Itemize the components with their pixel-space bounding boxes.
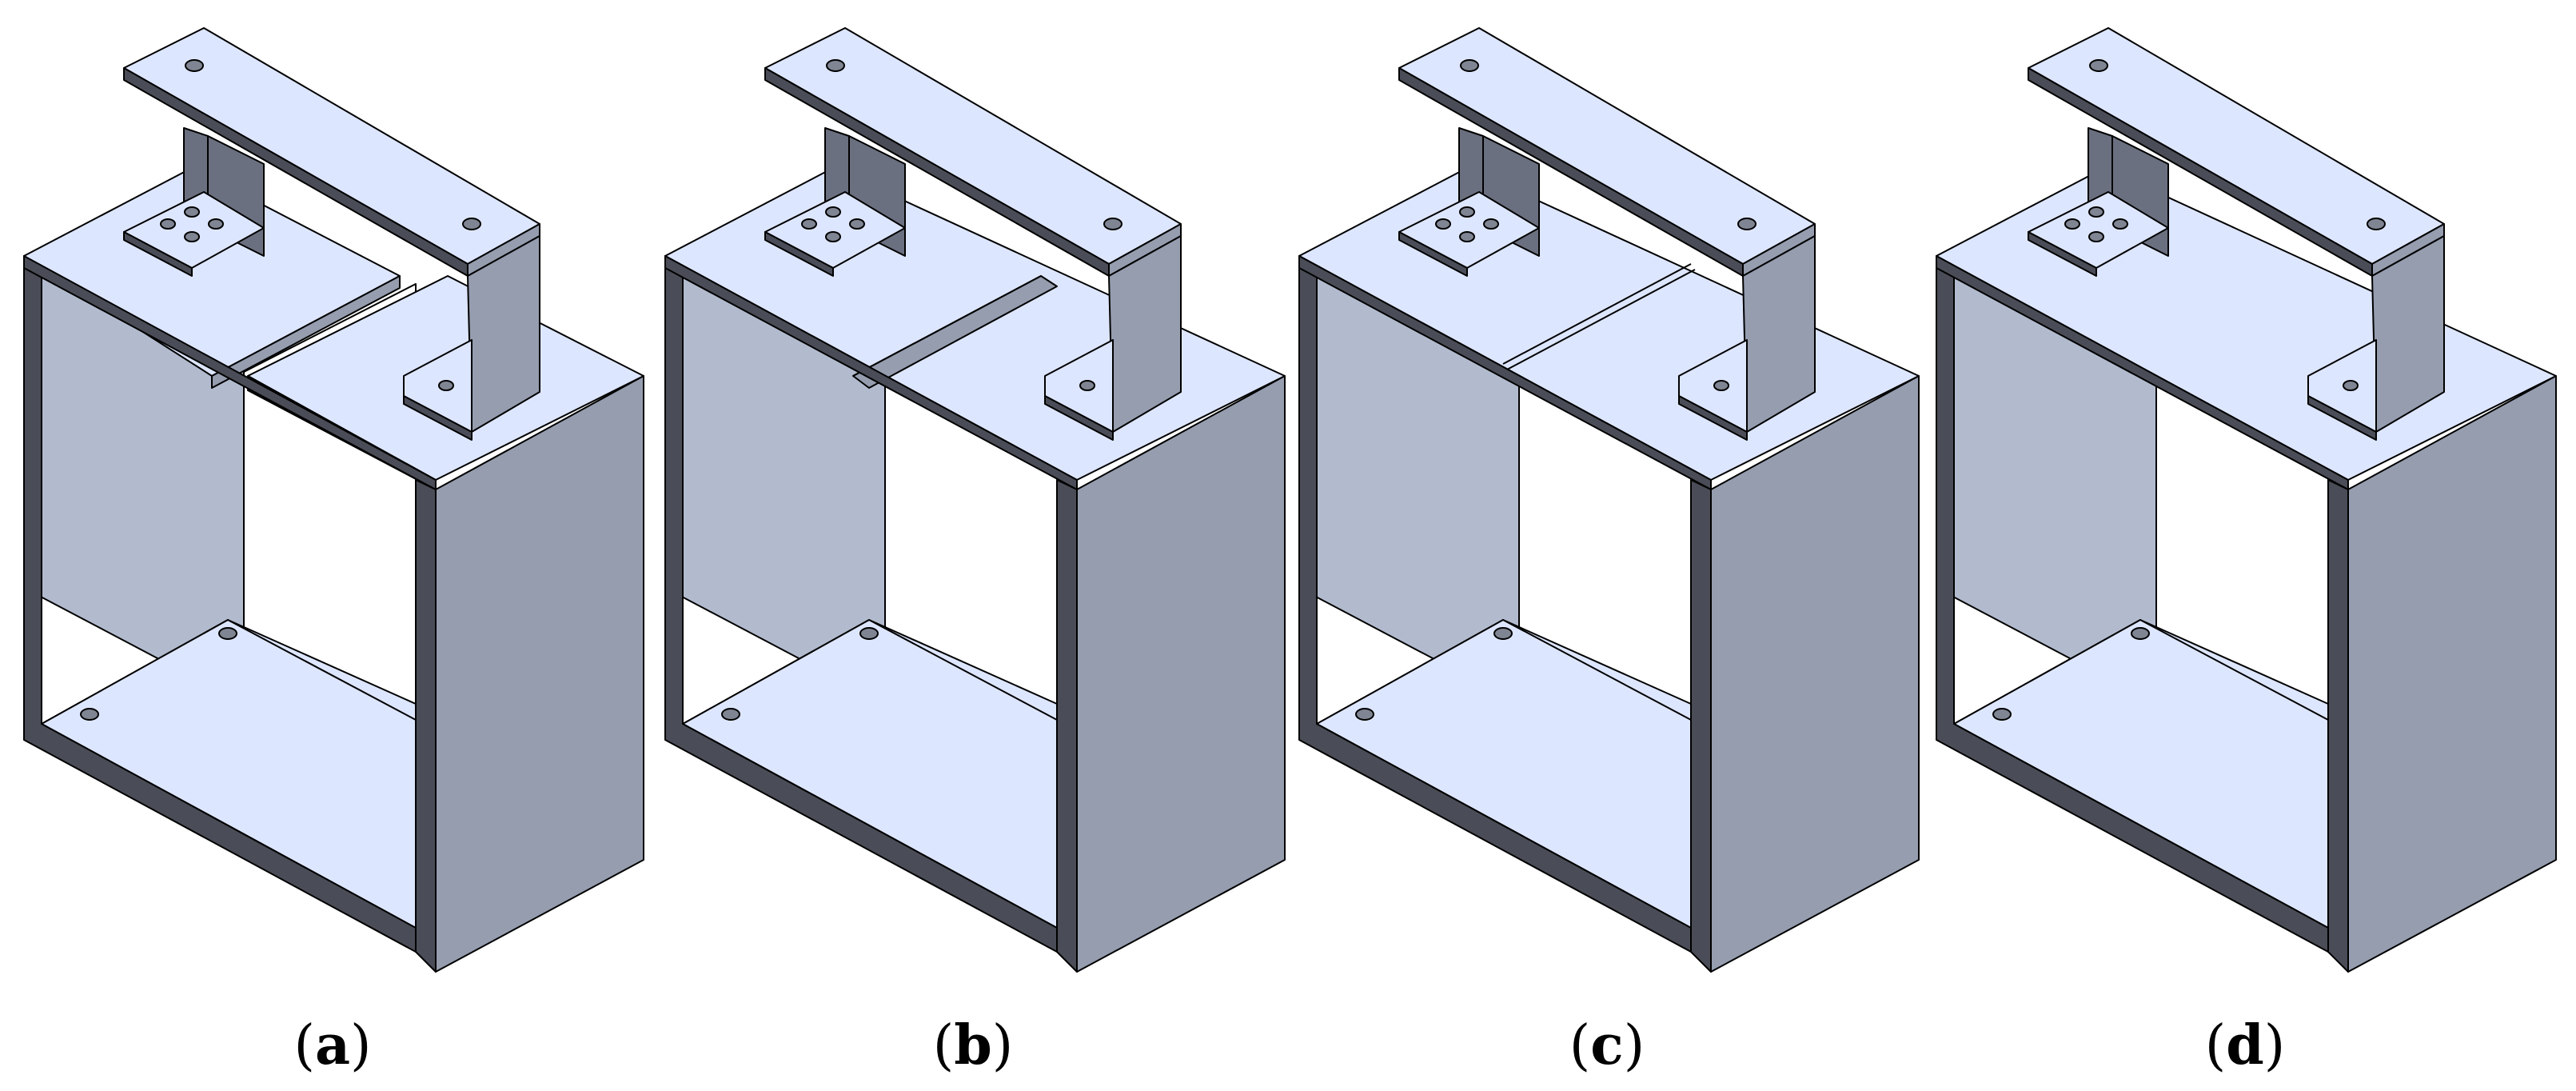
frame-front-right-edge [415, 479, 437, 973]
floor-hole-back [2131, 627, 2150, 640]
floor-hole-back [859, 627, 879, 640]
frame-top-front-edge [664, 255, 1078, 490]
bracket-left-foot-edge [123, 231, 193, 277]
floor-hole-front [721, 708, 740, 721]
bracket-right-foot-edge [1044, 395, 1114, 441]
floor-hole-back [1493, 627, 1513, 640]
foot-hole-1 [801, 218, 817, 230]
panel-d [1936, 27, 2557, 973]
bracket-right-foot-edge [2307, 395, 2377, 441]
frame-top-front-edge [1936, 255, 2349, 490]
right-foot-hole [1713, 380, 1729, 391]
foot-hole-2 [2088, 206, 2104, 218]
arm-hole-left [2089, 59, 2108, 72]
caption-b: (b) [933, 1013, 1014, 1077]
arm-hole-right [1737, 218, 1757, 230]
caption-d: (d) [2205, 1013, 2286, 1077]
foot-hole-4 [2088, 231, 2104, 242]
right-foot-hole [2343, 380, 2359, 391]
foot-hole-1 [2064, 218, 2080, 230]
bracket-right-foot-edge [1678, 395, 1748, 441]
foot-hole-3 [208, 218, 224, 230]
right-foot-hole [438, 380, 454, 391]
foot-hole-1 [1435, 218, 1451, 230]
foot-hole-3 [1483, 218, 1499, 230]
arm-hole-left [826, 59, 845, 72]
arm-hole-right [2367, 218, 2386, 230]
right-foot-hole [1079, 380, 1095, 391]
caption-a: (a) [293, 1013, 371, 1077]
arm-hole-left [1460, 59, 1479, 72]
foot-hole-4 [184, 231, 200, 242]
bracket-left-foot-edge [2028, 231, 2097, 277]
frame-right-side [1710, 375, 1920, 973]
foot-hole-3 [849, 218, 865, 230]
floor-hole-front [80, 708, 99, 721]
arm-hole-right [1103, 218, 1123, 230]
arm-hole-left [185, 59, 204, 72]
bracket-left-foot-edge [1398, 231, 1468, 277]
foot-hole-1 [160, 218, 176, 230]
frame-top-front-edge [23, 255, 437, 490]
frame-right-side [2347, 375, 2557, 973]
bracket-left-foot-edge [764, 231, 834, 277]
foot-hole-4 [825, 231, 841, 242]
foot-hole-4 [1459, 231, 1475, 242]
foot-hole-2 [184, 206, 200, 218]
foot-hole-3 [2112, 218, 2128, 230]
step-line [852, 275, 1042, 377]
floor-hole-front [1992, 708, 2012, 721]
top-plate-left-edge [211, 275, 401, 389]
caption-c: (c) [1569, 1013, 1645, 1077]
floor-hole-front [1355, 708, 1374, 721]
foot-hole-2 [1459, 206, 1475, 218]
butt-seam-2 [1506, 269, 1696, 370]
panel-a [23, 27, 644, 973]
panel-b [664, 27, 1286, 973]
bracket-right-foot-edge [403, 395, 473, 441]
butt-seam [1502, 263, 1692, 365]
frame-front-right-edge [1056, 479, 1078, 973]
frame-front-right-edge [2327, 479, 2349, 973]
floor-hole-back [218, 627, 237, 640]
foot-hole-2 [825, 206, 841, 218]
panel-c [1298, 27, 1920, 973]
frame-right-side [1076, 375, 1286, 973]
arm-hole-right [462, 218, 481, 230]
frame-top-front-edge [1298, 255, 1712, 490]
frame-right-side [435, 375, 644, 973]
frame-front-right-edge [1690, 479, 1712, 973]
